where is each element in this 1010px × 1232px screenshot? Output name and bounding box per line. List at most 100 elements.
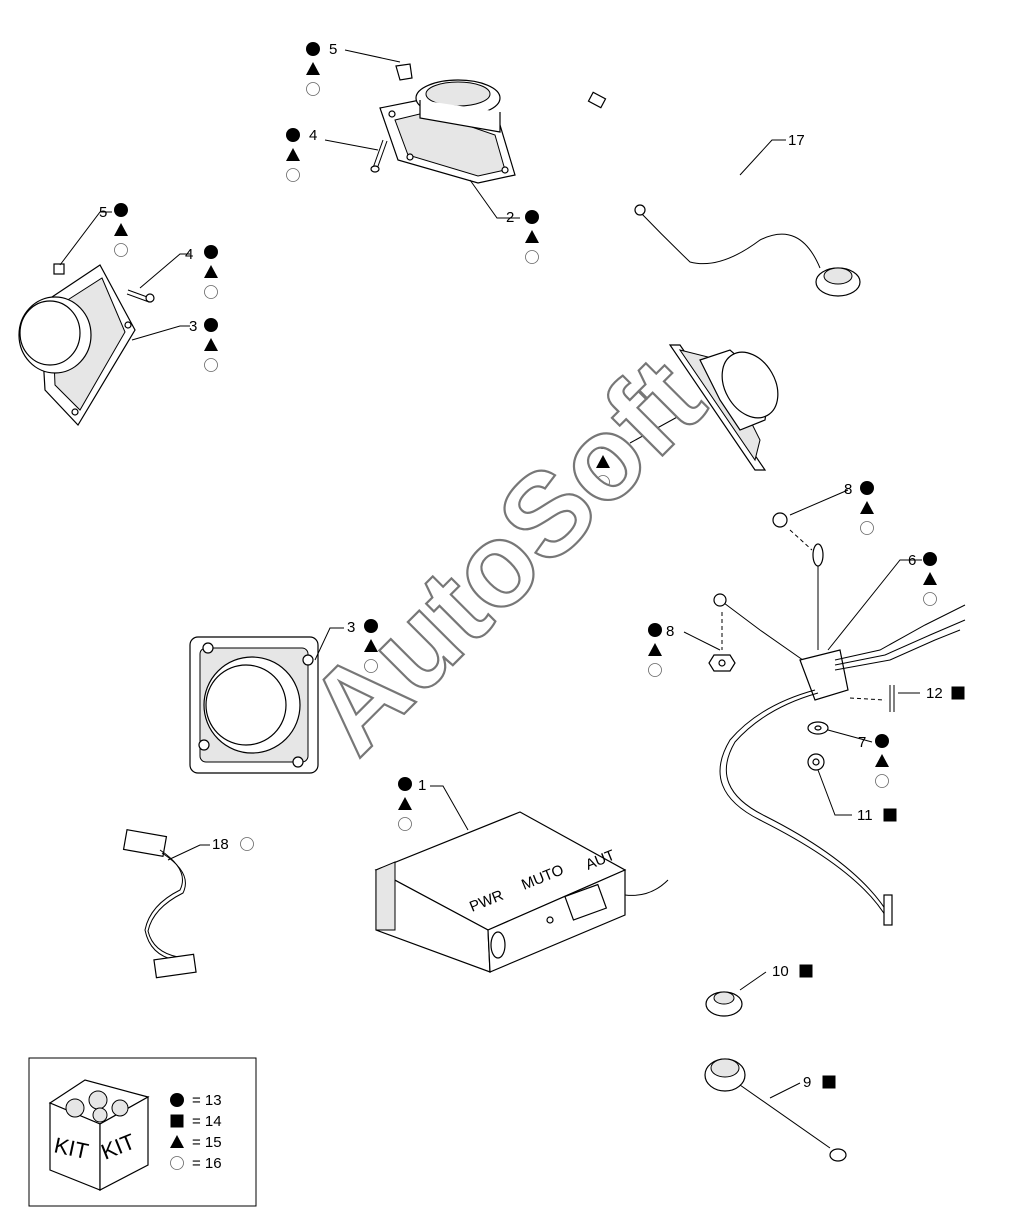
triangle-symbol-icon bbox=[875, 754, 889, 767]
nut-8-left bbox=[708, 612, 736, 672]
callout-c6: 6 bbox=[908, 552, 937, 606]
callout-number: 5 bbox=[99, 204, 107, 221]
triangle-symbol-icon bbox=[398, 797, 412, 810]
watermark: AutoSoft bbox=[283, 333, 729, 779]
leader-lines bbox=[59, 49, 922, 1099]
callout-number: 18 bbox=[212, 836, 229, 853]
callout-number: 2 bbox=[617, 435, 625, 452]
legend-rows: = 13= 14= 15= 16 bbox=[170, 1092, 222, 1172]
circle-symbol-icon bbox=[596, 435, 610, 449]
ring-symbol-icon bbox=[648, 663, 662, 677]
wiring-harness-6 bbox=[713, 512, 966, 926]
triangle-symbol-icon bbox=[204, 265, 218, 278]
callout-c8a: 8 bbox=[844, 481, 874, 535]
speaker-3-left bbox=[18, 264, 136, 426]
ring-symbol-icon bbox=[204, 285, 218, 299]
square-symbol-icon bbox=[170, 1114, 184, 1128]
circle-symbol-icon bbox=[204, 318, 218, 332]
callout-c5a: 5 bbox=[306, 41, 337, 96]
triangle-symbol-icon bbox=[923, 572, 937, 585]
kit-box-icon: KIT KIT bbox=[48, 1079, 150, 1191]
callout-c4a: 4 bbox=[286, 127, 317, 182]
ring-symbol-icon bbox=[306, 82, 320, 96]
circle-symbol-icon bbox=[306, 42, 320, 56]
circle-symbol-icon bbox=[648, 623, 662, 637]
ring-symbol-icon bbox=[364, 659, 378, 673]
triangle-symbol-icon bbox=[860, 501, 874, 514]
callout-number: 11 bbox=[857, 807, 873, 824]
callout-c3a: 3 bbox=[189, 318, 218, 372]
callout-number: 5 bbox=[329, 41, 337, 58]
callout-c9: 9 bbox=[803, 1074, 836, 1091]
ring-symbol-icon bbox=[240, 837, 254, 851]
callout-number: 17 bbox=[788, 132, 805, 149]
callout-number: 4 bbox=[309, 127, 317, 144]
callout-number: 8 bbox=[666, 623, 674, 640]
square-symbol-icon bbox=[883, 808, 897, 822]
ring-symbol-icon bbox=[170, 1156, 184, 1170]
legend-row-text: = 15 bbox=[192, 1134, 222, 1151]
circle-symbol-icon bbox=[398, 777, 412, 791]
callout-c11: 11 bbox=[857, 807, 897, 824]
callout-c5b: 5 bbox=[99, 203, 128, 257]
callout-number: 4 bbox=[185, 246, 193, 263]
washer-7 bbox=[807, 721, 829, 735]
speaker-3-center bbox=[189, 636, 319, 774]
callout-number: 9 bbox=[803, 1074, 811, 1091]
callout-c8b: 8 bbox=[648, 623, 674, 677]
wiring-18 bbox=[122, 828, 197, 979]
radio-1: PWR MUTO AUT bbox=[374, 811, 669, 973]
circle-symbol-icon bbox=[364, 619, 378, 633]
nut-11 bbox=[807, 753, 825, 771]
legend-row-text: = 14 bbox=[192, 1113, 222, 1130]
square-symbol-icon bbox=[951, 686, 965, 700]
speaker-2-right bbox=[668, 344, 779, 471]
clip-5-left bbox=[53, 263, 65, 275]
circle-symbol-icon bbox=[170, 1093, 184, 1107]
callout-c3b: 3 bbox=[347, 619, 378, 673]
clip-5-top bbox=[395, 63, 413, 81]
triangle-symbol-icon bbox=[170, 1135, 184, 1148]
circle-symbol-icon bbox=[923, 552, 937, 566]
callout-c10: 10 bbox=[772, 963, 813, 980]
callout-number: 10 bbox=[772, 963, 789, 980]
ring-symbol-icon bbox=[204, 358, 218, 372]
antenna-17 bbox=[587, 91, 861, 297]
callout-c12: 12 bbox=[926, 685, 965, 702]
callout-number: 1 bbox=[418, 777, 426, 794]
grommet-10 bbox=[705, 991, 743, 1017]
screw-12 bbox=[849, 685, 895, 712]
callout-c7: 7 bbox=[858, 734, 889, 788]
square-symbol-icon bbox=[799, 964, 813, 978]
circle-symbol-icon bbox=[525, 210, 539, 224]
callout-number: 12 bbox=[926, 685, 943, 702]
ring-symbol-icon bbox=[525, 250, 539, 264]
callout-c18: 18 bbox=[212, 836, 254, 853]
triangle-symbol-icon bbox=[525, 230, 539, 243]
circle-symbol-icon bbox=[286, 128, 300, 142]
triangle-symbol-icon bbox=[286, 148, 300, 161]
triangle-symbol-icon bbox=[306, 62, 320, 75]
square-symbol-icon bbox=[822, 1075, 836, 1089]
circle-symbol-icon bbox=[114, 203, 128, 217]
ring-symbol-icon bbox=[860, 521, 874, 535]
callout-number: 8 bbox=[844, 481, 852, 498]
speaker-2-top bbox=[379, 79, 516, 184]
ring-symbol-icon bbox=[398, 817, 412, 831]
circle-symbol-icon bbox=[875, 734, 889, 748]
legend-row-text: = 13 bbox=[192, 1092, 222, 1109]
callout-c1: 1 bbox=[398, 777, 426, 831]
ring-symbol-icon bbox=[875, 774, 889, 788]
ring-symbol-icon bbox=[596, 475, 610, 489]
ring-symbol-icon bbox=[286, 168, 300, 182]
triangle-symbol-icon bbox=[596, 455, 610, 468]
callout-number: 2 bbox=[506, 209, 514, 226]
callout-c4b: 4 bbox=[185, 245, 218, 299]
callout-c17: 17 bbox=[788, 132, 805, 149]
callout-number: 3 bbox=[347, 619, 355, 636]
triangle-symbol-icon bbox=[204, 338, 218, 351]
legend-box: KIT KIT = 13= 14= 15= 16 bbox=[28, 1057, 257, 1207]
callout-c2a: 2 bbox=[506, 209, 539, 264]
